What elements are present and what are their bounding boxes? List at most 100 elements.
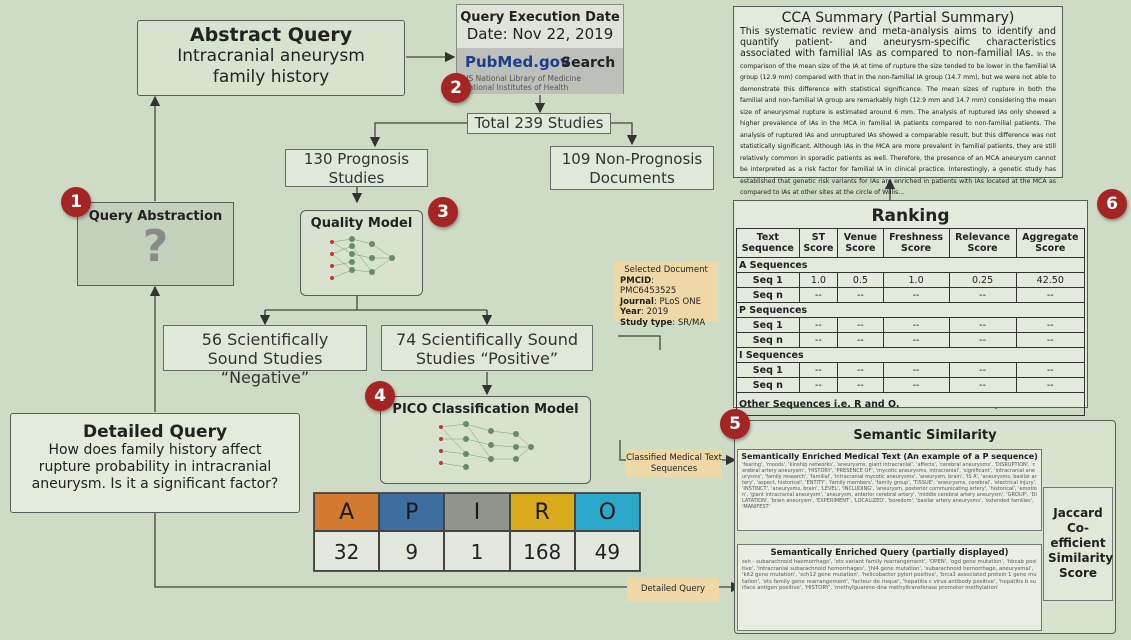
ranking-row: Seq n---------- — [736, 287, 1086, 303]
positive-studies-box: 74 Scientifically Sound Studies “Positiv… — [381, 325, 593, 371]
abstract-query-title: Abstract Query — [189, 24, 353, 46]
abstract-query-box: Abstract Query Intracranial aneurysm fam… — [137, 20, 405, 96]
ranking-cell: -- — [798, 332, 839, 348]
ranking-title: Ranking — [871, 206, 950, 226]
ranking-row: Seq n---------- — [736, 377, 1086, 393]
ranking-row: Seq 1---------- — [736, 317, 1086, 333]
semantic-title: Semantic Similarity — [853, 428, 997, 443]
execution-box: Query Execution Date Date: Nov 22, 2019 … — [456, 4, 624, 94]
ranking-section-label: P Sequences — [736, 302, 1085, 318]
ranking-cell: -- — [837, 287, 884, 303]
ranking-cell: Seq 1 — [736, 362, 800, 378]
journal-key: Journal — [620, 296, 654, 307]
ranking-section-label: A Sequences — [736, 257, 1085, 273]
prognosis-box: 130 Prognosis Studies — [285, 149, 428, 187]
non-prognosis-box: 109 Non-Prognosis Documents — [550, 146, 714, 190]
ranking-other-sequences: Other Sequences i.e. R and O. — [736, 392, 1085, 416]
detailed-query-note: Detailed Query — [627, 577, 719, 602]
ranking-cell: -- — [882, 362, 950, 378]
pubmed-bar: PubMed.gov Search US National Library of… — [457, 48, 623, 94]
step-marker-4: 4 — [365, 381, 395, 411]
medical-text-title: Semantically Enriched Medical Text (An e… — [741, 452, 1038, 461]
question-mark-icon: ? — [142, 221, 169, 272]
ranking-cell: -- — [837, 317, 884, 333]
pico-count-a: 32 — [314, 531, 380, 571]
pico-letter-a: A — [314, 493, 380, 531]
ranking-cell: -- — [1015, 332, 1086, 348]
ranking-cell: -- — [882, 377, 950, 393]
jaccard-box: Jaccard Co-efficient Similarity Score — [1043, 487, 1113, 601]
quality-model-box: Quality Model — [300, 210, 423, 296]
journal-value: : PLoS ONE — [653, 296, 701, 307]
ranking-cell: -- — [837, 377, 884, 393]
ranking-header: Venue Score — [837, 228, 884, 258]
summary-body: In the comparison of the mean size of th… — [740, 51, 1056, 196]
ranking-cell: -- — [798, 362, 839, 378]
ranking-cell: 1.0 — [882, 272, 950, 288]
selected-heading: Selected Document — [624, 265, 708, 275]
pico-count-i: 1 — [444, 531, 510, 571]
ranking-cell: 42.50 — [1015, 272, 1086, 288]
ranking-cell: -- — [1015, 377, 1086, 393]
ranking-cell: -- — [798, 317, 839, 333]
neural-network-icon — [329, 236, 395, 280]
query-text: ssh - subarachnoid haemorrhage', 'ets va… — [742, 559, 1037, 591]
ranking-cell: Seq n — [736, 332, 800, 348]
selected-document-note: Selected Document PMCID: PMC6453525 Jour… — [614, 262, 718, 328]
pico-count-p: 9 — [379, 531, 445, 571]
ranking-section-label: I Sequences — [736, 347, 1085, 363]
detailed-query-box: Detailed Query How does family history a… — [10, 413, 300, 513]
ranking-cell: -- — [948, 317, 1017, 333]
pubmed-logo: PubMed.gov — [465, 53, 570, 71]
quality-model-title: Quality Model — [310, 216, 413, 231]
year-value: : 2019 — [641, 307, 669, 317]
ranking-cell: -- — [798, 287, 839, 303]
negative-studies-box: 56 Scientifically Sound Studies “Negativ… — [163, 325, 367, 387]
ranking-cell: -- — [948, 332, 1017, 348]
execution-date: Date: Nov 22, 2019 — [466, 25, 614, 43]
step-marker-1: 1 — [61, 187, 91, 217]
total-studies-box: Total 239 Studies — [467, 113, 611, 134]
ranking-cell: -- — [882, 287, 950, 303]
ranking-cell: -- — [948, 362, 1017, 378]
type-value: : SR/MA — [672, 317, 706, 328]
ranking-cell: -- — [1015, 362, 1086, 378]
ranking-header: Freshness Score — [882, 228, 950, 258]
search-label: Search — [561, 55, 616, 71]
type-key: Study type — [620, 317, 673, 328]
step-marker-5: 5 — [720, 409, 750, 439]
ranking-header: Text Sequence — [736, 228, 800, 258]
ranking-cell: -- — [837, 332, 884, 348]
query-text-title: Semantically Enriched Query (partially d… — [770, 548, 1009, 558]
summary-lead: This systematic review and meta-analysis… — [740, 26, 1056, 59]
pmcid-key: PMCID — [620, 275, 652, 286]
pmcid-value: : PMC6453525 — [620, 275, 677, 297]
pico-model-title: PICO Classification Model — [392, 402, 579, 417]
abstract-query-text: Intracranial aneurysm family history — [177, 46, 365, 87]
ranking-cell: -- — [1015, 287, 1086, 303]
pubmed-sub2: National Institutes of Health — [463, 83, 569, 92]
ranking-cell: -- — [882, 317, 950, 333]
ranking-cell: Seq 1 — [736, 272, 800, 288]
execution-title: Query Execution Date — [460, 10, 620, 25]
pico-model-box: PICO Classification Model — [380, 396, 591, 484]
year-key: Year — [620, 307, 642, 317]
ranking-cell: -- — [882, 332, 950, 348]
cca-summary-box: CCA Summary (Partial Summary) This syste… — [733, 6, 1063, 196]
neural-network-icon — [438, 421, 534, 470]
query-text-panel: Semantically Enriched Query (partially d… — [737, 544, 1042, 631]
ranking-cell: Seq n — [736, 377, 800, 393]
ranking-cell: -- — [837, 362, 884, 378]
ranking-cell: 0.5 — [837, 272, 884, 288]
ranking-header: Aggregate Score — [1015, 228, 1086, 258]
classified-sequences-note: Classified Medical Text Sequences — [626, 449, 722, 477]
query-abstraction-box: Query Abstraction ? — [77, 202, 234, 286]
detailed-query-title: Detailed Query — [82, 422, 228, 442]
detailed-query-text: How does family history affect rupture p… — [31, 442, 279, 492]
pico-count-o: 49 — [574, 531, 640, 571]
semantic-similarity-box: Semantic Similarity Semantically Enriche… — [734, 420, 1116, 634]
ranking-row: Seq 1---------- — [736, 362, 1086, 378]
